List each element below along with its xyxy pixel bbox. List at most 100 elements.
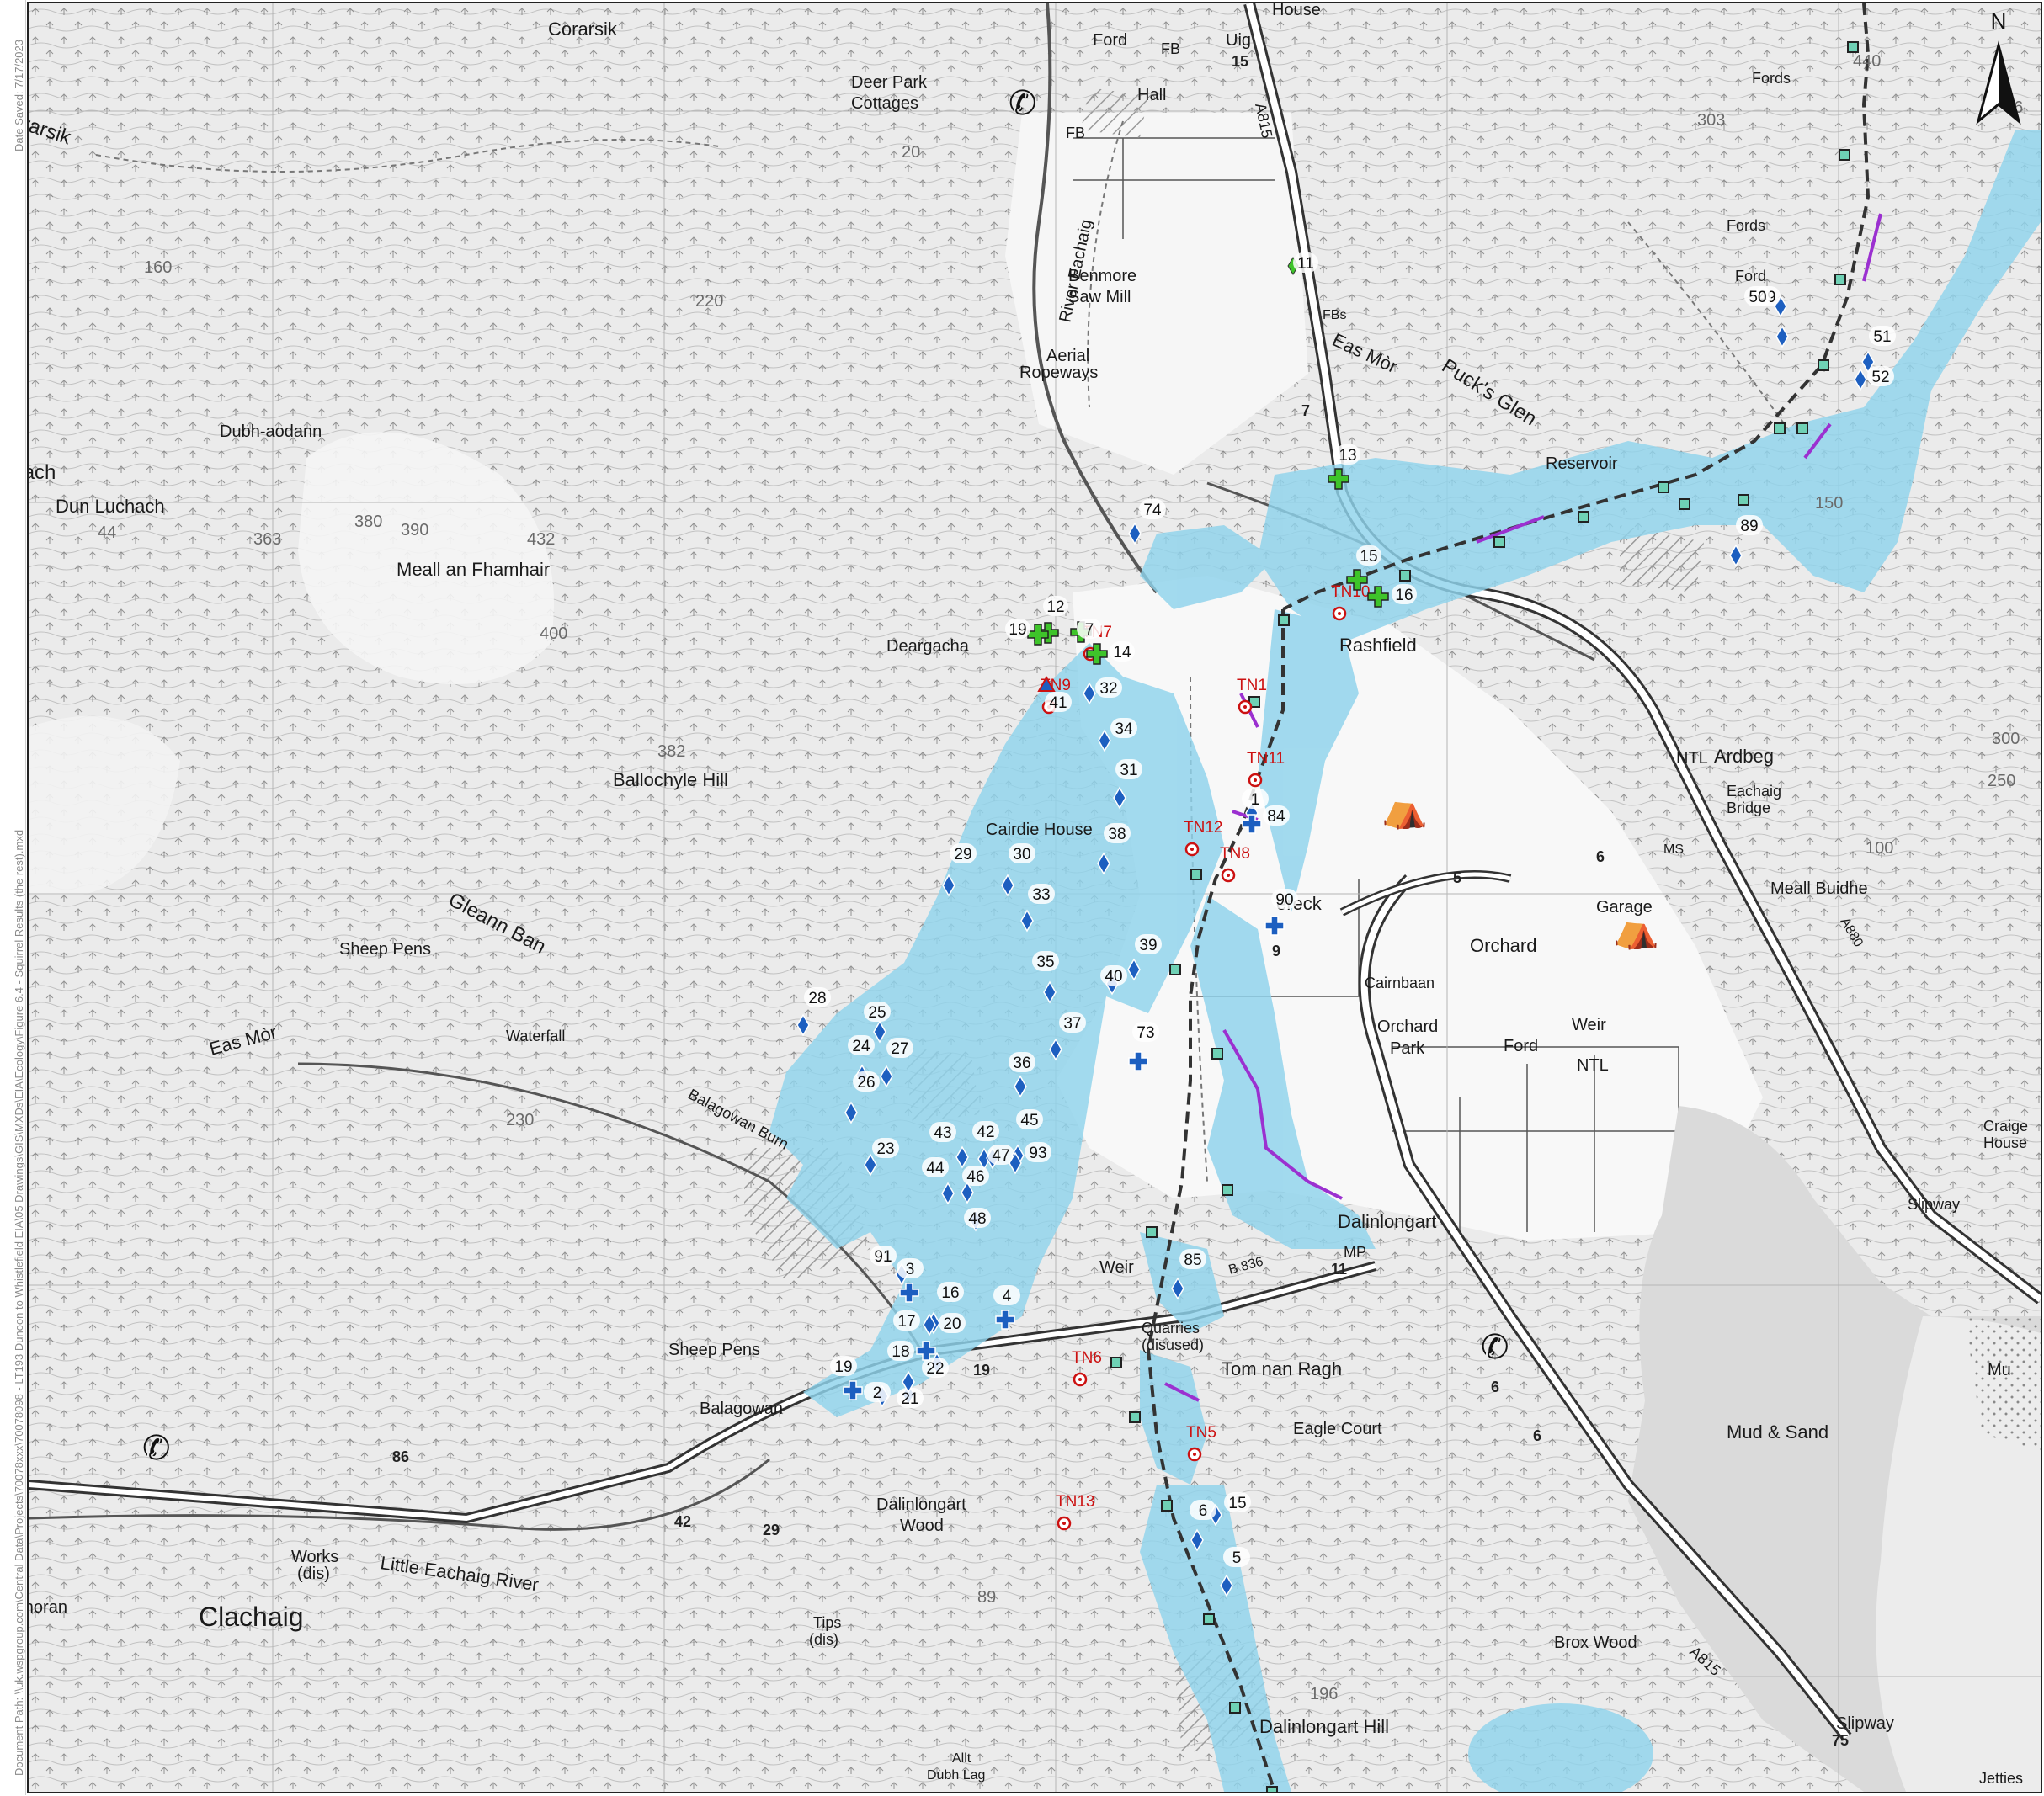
place-name-dun-luchach: Dun Luchach	[56, 496, 165, 517]
squirrel-feature-16[interactable]: 16	[923, 1282, 964, 1336]
diamond-marker-icon	[1854, 368, 1867, 391]
squirrel-feature-89[interactable]: 89	[1729, 515, 1763, 567]
squirrel-feature-47[interactable]: 47	[986, 1145, 1014, 1170]
place-name-fb-1: FB	[1161, 40, 1180, 57]
route-node	[1190, 869, 1202, 880]
squirrel-feature-42[interactable]: 42	[972, 1121, 999, 1171]
squirrel-feature-30[interactable]: 30	[1001, 843, 1035, 897]
squirrel-feature-37[interactable]: 37	[1049, 1012, 1086, 1061]
feature-label-halo	[886, 1038, 913, 1058]
squirrel-feature-26[interactable]: 26	[844, 1071, 880, 1124]
squirrel-feature-40[interactable]: 40	[1100, 965, 1127, 996]
green-feature-15[interactable]: 15	[1346, 545, 1381, 591]
squirrel-feature-35[interactable]: 35	[1032, 951, 1059, 1004]
squirrel-feature-39[interactable]: 39	[1127, 934, 1162, 981]
meall-an-fhamhair-summit	[298, 432, 554, 684]
place-name-orchard-park-1: Orchard	[1377, 1018, 1438, 1036]
squirrel-feature-6[interactable]: 6	[1190, 1500, 1216, 1552]
squirrel-feature-34[interactable]: 34	[1098, 718, 1137, 752]
squirrel-feature-52[interactable]: 52	[1854, 366, 1894, 391]
squirrel-feature-28[interactable]: 28	[796, 987, 831, 1037]
squirrel-feature-74[interactable]: 74	[1128, 499, 1166, 545]
target-note-dot	[1338, 612, 1341, 615]
squirrel-feature-36[interactable]: 36	[1009, 1052, 1035, 1098]
target-note-tn11[interactable]: TN11	[1247, 750, 1285, 788]
green-feature-19[interactable]: 19	[1005, 619, 1049, 646]
squirrel-feature-51[interactable]: 51	[1861, 326, 1896, 374]
squirrel-feature-50[interactable]: 50	[1744, 286, 1789, 348]
squirrel-feature-17[interactable]: 17	[893, 1310, 936, 1361]
green-feature-16[interactable]: 16	[1367, 584, 1417, 608]
feature-label-halo	[1135, 934, 1162, 954]
green-cross-icon	[1367, 586, 1389, 608]
feature-label-halo	[1869, 326, 1896, 346]
target-note-tn1[interactable]: TN1	[1237, 677, 1267, 715]
place-name-sheep-pens-2: Sheep Pens	[668, 1341, 760, 1359]
campsite-icon: ⛺	[1613, 909, 1659, 950]
squirrel-feature-23[interactable]: 23	[864, 1138, 899, 1177]
green-feature-13[interactable]: 13	[1328, 444, 1360, 490]
squirrel-feature-46[interactable]: 46	[961, 1166, 989, 1204]
squirrel-feature-44[interactable]: 44	[922, 1157, 955, 1205]
place-name-dalinlongart-hill: Dalinlongart Hill	[1259, 1716, 1389, 1737]
squirrel-feature-31[interactable]: 31	[1113, 759, 1142, 810]
squirrel-feature-73[interactable]: 73	[1128, 1022, 1159, 1071]
spot-height-44: 44	[98, 523, 116, 542]
feature-label-halo	[887, 1341, 914, 1361]
spot-height-382: 382	[657, 742, 685, 761]
squirrel-feature-84[interactable]: 84	[1242, 805, 1290, 834]
target-note-tn6[interactable]: TN6	[1072, 1349, 1102, 1387]
target-note-tn12[interactable]: TN12	[1184, 819, 1222, 857]
squirrel-feature-2[interactable]: 2	[864, 1382, 891, 1408]
place-name-deer-park: Deer Park	[851, 73, 928, 92]
squirrel-feature-22[interactable]: 22	[922, 1352, 949, 1378]
squirrel-feature-41[interactable]: 41	[1037, 675, 1072, 712]
squirrel-feature-90[interactable]: 90	[1264, 889, 1298, 936]
feature-label: 23	[876, 1140, 894, 1158]
target-note-tn8[interactable]: TN8	[1220, 845, 1250, 883]
green-feature-14[interactable]: 14	[1086, 641, 1135, 665]
squirrel-feature-85[interactable]: 85	[1171, 1249, 1206, 1300]
squirrel-feature-21[interactable]: 21	[897, 1383, 924, 1408]
squirrel-feature-3[interactable]: 3	[897, 1258, 924, 1303]
squirrel-feature-25[interactable]: 25	[864, 1002, 891, 1044]
squirrel-feature-27[interactable]: 27	[880, 1038, 913, 1088]
squirrel-feature-33[interactable]: 33	[1020, 884, 1055, 933]
squirrel-feature-29[interactable]: 29	[942, 843, 977, 897]
place-name-dalinlongart-wood-2: Wood	[900, 1517, 944, 1535]
target-note-dot	[1227, 874, 1230, 877]
purple-sections	[1164, 213, 1882, 1402]
target-note-tn13[interactable]: TN13	[1056, 1493, 1094, 1531]
feature-label-halo	[1271, 889, 1298, 909]
diamond-marker-icon	[1190, 1528, 1204, 1552]
feature-label-halo	[1132, 1022, 1159, 1042]
telephone-icon: ✆	[1009, 85, 1037, 122]
feature-label: 40	[1105, 968, 1122, 986]
squirrel-feature-38[interactable]: 38	[1097, 823, 1131, 875]
squirrel-feature-48[interactable]: 48	[964, 1208, 991, 1232]
route-node	[1847, 41, 1859, 53]
feature-label-halo	[1263, 805, 1290, 826]
feature-label: 22	[926, 1360, 944, 1378]
green-feature-7[interactable]: 7	[1070, 619, 1102, 643]
squirrel-feature-32[interactable]: 32	[1083, 677, 1122, 705]
green-feature-11[interactable]: 11	[1287, 252, 1318, 275]
squirrel-feature-93[interactable]: 93	[1009, 1142, 1051, 1175]
squirrel-feature-5[interactable]: 5	[1220, 1547, 1250, 1597]
squirrel-feature-18[interactable]: 18	[887, 1341, 915, 1394]
place-name-mud-and-sand: Mud & Sand	[1727, 1421, 1828, 1443]
place-name-deargacha: Deargacha	[886, 637, 970, 656]
diamond-marker-icon	[844, 1101, 858, 1124]
target-note-dot	[1190, 848, 1194, 851]
green-feature-12[interactable]: 12	[1037, 596, 1068, 644]
squirrel-feature-4[interactable]: 4	[993, 1285, 1020, 1330]
target-note-tn5[interactable]: TN5	[1186, 1424, 1216, 1462]
feature-label: 90	[1275, 891, 1293, 909]
spot-height-363: 363	[253, 530, 281, 549]
feature-label-halo	[853, 1071, 880, 1092]
squirrel-feature-43[interactable]: 43	[929, 1122, 969, 1169]
feature-label: 33	[1032, 886, 1050, 904]
diamond-marker-icon	[1128, 522, 1142, 545]
squirrel-feature-19[interactable]: 19	[830, 1356, 863, 1400]
